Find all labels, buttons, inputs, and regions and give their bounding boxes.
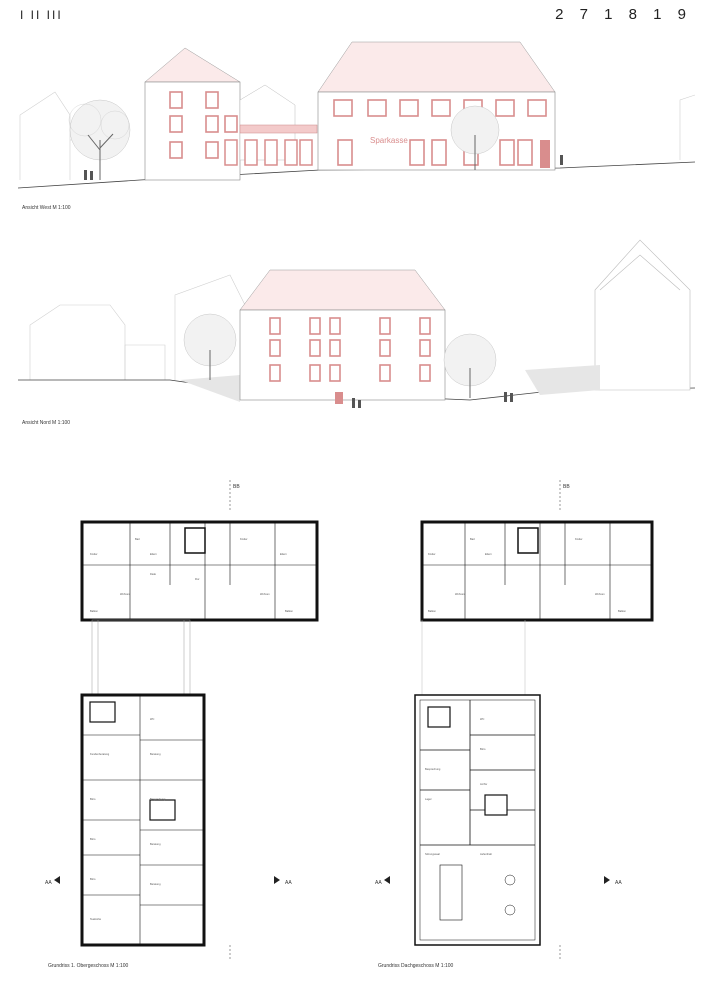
people-left bbox=[84, 170, 93, 180]
svg-text:Büro: Büro bbox=[90, 797, 96, 801]
round-tables bbox=[504, 874, 516, 916]
tree-north-right bbox=[443, 333, 497, 398]
plan-dg-office bbox=[414, 694, 541, 946]
svg-text:Eltern: Eltern bbox=[150, 552, 157, 556]
room-labels-dg: Besprechung Lager Büro Archiv Sitzungssa… bbox=[425, 717, 492, 856]
connector-bridge bbox=[239, 124, 318, 134]
room-labels-top: Kinder Bad Eltern Diele Wohnen Balkon Fl… bbox=[90, 537, 293, 613]
svg-text:Besprechung: Besprechung bbox=[425, 767, 441, 771]
svg-text:AA: AA bbox=[375, 880, 382, 886]
svg-text:WC: WC bbox=[480, 717, 484, 721]
svg-text:BB: BB bbox=[233, 484, 240, 490]
svg-text:Eltern: Eltern bbox=[280, 552, 287, 556]
svg-text:Besprechung: Besprechung bbox=[150, 797, 166, 801]
sparkasse-sign: Sparkasse bbox=[370, 136, 408, 145]
person-right bbox=[560, 155, 563, 165]
svg-text:Kinder: Kinder bbox=[90, 552, 98, 556]
room-labels-og: Kundenberatung Beratung Büro Besprechung… bbox=[90, 717, 166, 921]
section-marker-aa-dg: AA AA bbox=[375, 876, 622, 886]
svg-text:WC: WC bbox=[150, 717, 154, 721]
building-north-main bbox=[239, 269, 446, 404]
section-marker-bb-top: BB bbox=[229, 480, 240, 510]
svg-text:AA: AA bbox=[285, 880, 292, 886]
background-building-right bbox=[679, 94, 696, 160]
svg-text:Bad: Bad bbox=[470, 537, 475, 541]
svg-text:Balkon: Balkon bbox=[428, 609, 436, 613]
caption-plan-og: Grundriss 1. Obergeschoss M 1:100 bbox=[48, 963, 129, 969]
svg-text:Teeküche: Teeküche bbox=[90, 917, 102, 921]
floorplan-dg: BB Kinder Bad Eltern Wohnen Balkon Kinde… bbox=[375, 480, 654, 960]
svg-text:Büro: Büro bbox=[90, 877, 96, 881]
tree-north-left bbox=[183, 313, 237, 380]
tree-right bbox=[450, 105, 500, 170]
svg-text:Wohnen: Wohnen bbox=[595, 592, 605, 596]
svg-text:AA: AA bbox=[45, 880, 52, 886]
competition-number: 2 7 1 8 1 9 bbox=[555, 6, 692, 23]
svg-text:Beratung: Beratung bbox=[150, 842, 161, 846]
svg-text:Flur: Flur bbox=[195, 577, 200, 581]
floorplan-og: BB Kinder Bad Eltern Diele Wohnen Balkon… bbox=[45, 480, 319, 960]
svg-text:Kinder: Kinder bbox=[428, 552, 436, 556]
svg-text:Büro: Büro bbox=[90, 837, 96, 841]
svg-text:BB: BB bbox=[563, 484, 570, 490]
svg-text:Wohnen: Wohnen bbox=[260, 592, 270, 596]
room-labels-top-dg: Kinder Bad Eltern Wohnen Balkon Kinder W… bbox=[428, 537, 626, 613]
section-marker-aa-og: AA AA bbox=[45, 876, 292, 886]
entrance-door bbox=[540, 140, 550, 168]
elevation-north bbox=[18, 239, 696, 408]
svg-text:Wohnen: Wohnen bbox=[120, 592, 130, 596]
svg-text:Balkon: Balkon bbox=[285, 609, 293, 613]
svg-text:Kinder: Kinder bbox=[575, 537, 583, 541]
people-north bbox=[352, 392, 513, 408]
slope-right bbox=[525, 365, 600, 395]
plan-og-bridge bbox=[91, 619, 191, 696]
svg-text:Kinder: Kinder bbox=[240, 537, 248, 541]
svg-text:AA: AA bbox=[615, 880, 622, 886]
plan-og-residential bbox=[80, 520, 319, 622]
svg-text:Balkon: Balkon bbox=[90, 609, 98, 613]
building-west-1 bbox=[144, 47, 241, 181]
svg-text:Kundenberatung: Kundenberatung bbox=[90, 752, 110, 756]
svg-text:Lager: Lager bbox=[425, 797, 432, 801]
conference-table bbox=[439, 864, 463, 921]
brand-mark: I II III bbox=[20, 8, 63, 22]
section-marker-bb-top-dg: BB bbox=[559, 480, 570, 510]
background-building-right bbox=[594, 239, 691, 391]
svg-text:Büro: Büro bbox=[480, 747, 486, 751]
svg-text:Wohnen: Wohnen bbox=[455, 592, 465, 596]
svg-text:Balkon: Balkon bbox=[618, 609, 626, 613]
plan-og-office bbox=[80, 693, 206, 947]
background-buildings-left bbox=[29, 274, 246, 380]
elevation-west: Sparkasse bbox=[17, 41, 696, 189]
caption-west: Ansicht West M 1:100 bbox=[22, 205, 71, 211]
building-west-sparkasse bbox=[317, 41, 556, 171]
slope-left bbox=[180, 375, 240, 402]
svg-text:Eltern: Eltern bbox=[485, 552, 492, 556]
svg-text:Beratung: Beratung bbox=[150, 752, 161, 756]
svg-text:Beratung: Beratung bbox=[150, 882, 161, 886]
tree-left bbox=[68, 99, 131, 180]
arcade-west bbox=[224, 139, 313, 166]
svg-text:Aufenthalt: Aufenthalt bbox=[480, 852, 492, 856]
caption-plan-dg: Grundriss Dachgeschoss M 1:100 bbox=[378, 963, 454, 969]
caption-north: Ansicht Nord M 1:100 bbox=[22, 420, 71, 426]
entrance-door-north bbox=[335, 392, 343, 404]
svg-text:Diele: Diele bbox=[150, 572, 156, 576]
plan-dg-residential bbox=[420, 520, 654, 622]
svg-text:Sitzungssaal: Sitzungssaal bbox=[425, 852, 440, 856]
plan-dg-bridge bbox=[421, 620, 526, 695]
svg-text:Bad: Bad bbox=[135, 537, 140, 541]
svg-text:Archiv: Archiv bbox=[480, 782, 488, 786]
